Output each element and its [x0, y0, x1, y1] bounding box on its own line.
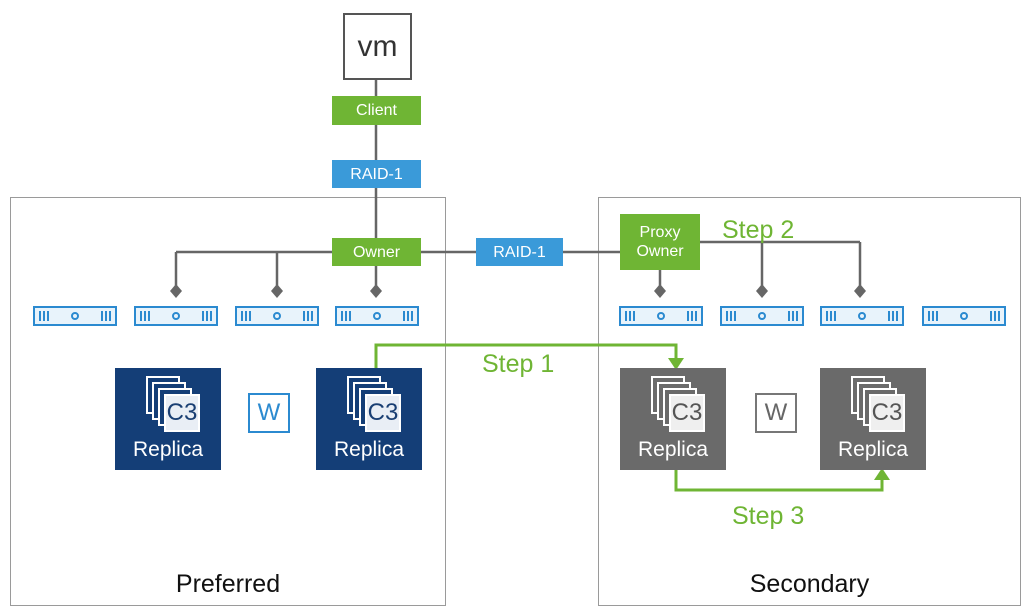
owner-tag: Owner: [332, 238, 421, 266]
component-stack-icon: C3: [337, 376, 401, 434]
step1-arrow-line: [374, 343, 678, 368]
replica-secondary-1: C3 Replica: [620, 368, 726, 470]
replica-label: Replica: [333, 438, 405, 461]
replica-label: Replica: [637, 438, 709, 461]
step3-arrow-line: [674, 468, 884, 492]
vm-box: vm: [343, 13, 412, 80]
disk-icon: [134, 306, 218, 326]
disk-icon: [235, 306, 319, 326]
replica-label: Replica: [132, 438, 204, 461]
proxy-owner-tag-label: Proxy Owner: [636, 224, 684, 260]
component-stack-icon: C3: [841, 376, 905, 434]
component-name: C3: [671, 399, 703, 426]
secondary-site-label: Secondary: [749, 570, 870, 598]
owner-tag-label: Owner: [352, 243, 401, 261]
disk-icon: [922, 306, 1006, 326]
disk-icon: [619, 306, 703, 326]
component-name: C3: [871, 399, 903, 426]
step1-arrowhead: [668, 358, 684, 370]
connector-diamond-2: [271, 284, 283, 298]
disk-icon: [820, 306, 904, 326]
connector-diamond-6: [854, 284, 866, 298]
raid1-mid-tag: RAID-1: [476, 238, 563, 266]
component-stack-icon: C3: [136, 376, 200, 434]
component-name: C3: [367, 399, 399, 426]
connector-diamond-1: [170, 284, 182, 298]
vm-label: vm: [357, 29, 398, 63]
disk-icon: [335, 306, 419, 326]
witness-preferred: W: [248, 393, 290, 433]
witness-label: W: [764, 399, 788, 426]
connector-diamond-5: [756, 284, 768, 298]
connector-diamond-3: [370, 284, 382, 298]
step2-label: Step 2: [722, 216, 795, 244]
witness-secondary: W: [755, 393, 797, 433]
step3-label: Step 3: [732, 502, 805, 530]
raid1-mid-tag-label: RAID-1: [493, 243, 546, 261]
replica-secondary-2: C3 Replica: [820, 368, 926, 470]
disk-icon: [33, 306, 117, 326]
raid1-top-tag: RAID-1: [332, 160, 421, 188]
replica-label: Replica: [837, 438, 909, 461]
preferred-site-label: Preferred: [175, 570, 281, 598]
witness-label: W: [257, 399, 281, 426]
replica-preferred-2: C3 Replica: [316, 368, 422, 470]
connector-diamond-4: [654, 284, 666, 298]
component-stack-icon: C3: [641, 376, 705, 434]
proxy-owner-tag: Proxy Owner: [620, 214, 700, 270]
step1-label: Step 1: [482, 350, 555, 378]
client-tag: Client: [332, 96, 421, 125]
disk-icon: [720, 306, 804, 326]
component-name: C3: [166, 399, 198, 426]
replica-preferred-1: C3 Replica: [115, 368, 221, 470]
client-tag-label: Client: [356, 102, 397, 119]
raid1-top-tag-label: RAID-1: [350, 165, 403, 183]
step3-arrowhead: [874, 468, 890, 480]
